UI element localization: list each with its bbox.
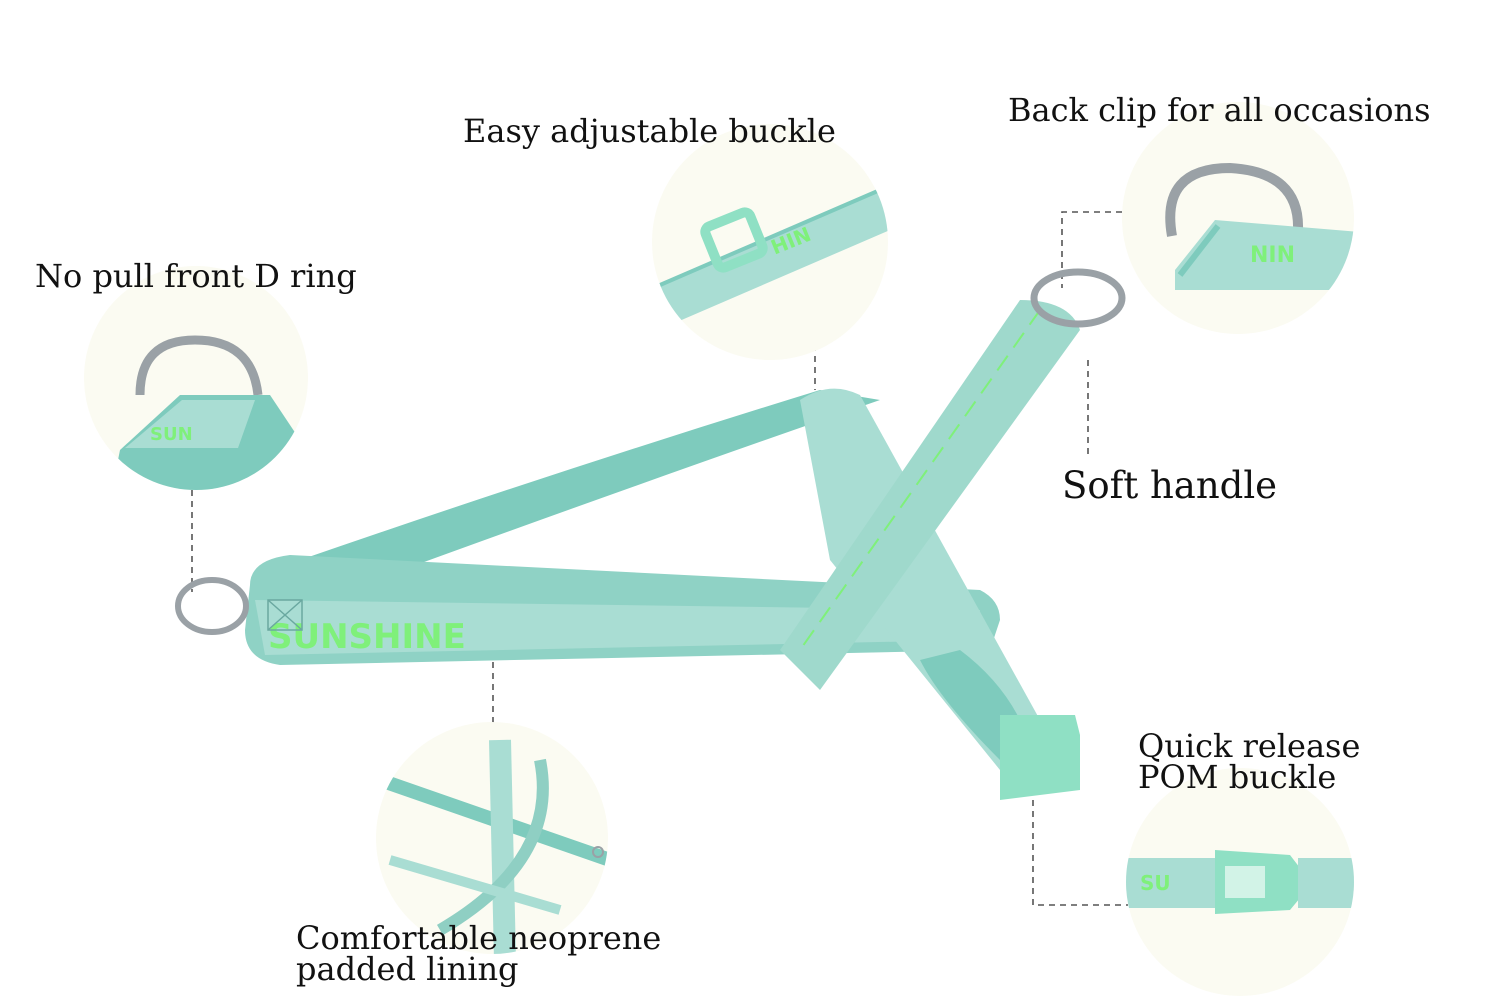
front-d-ring-detail: SUN xyxy=(84,266,308,490)
harness: SUNSHINE xyxy=(175,268,1126,800)
front-d-ring-label: No pull front D ring xyxy=(35,257,357,295)
leader-back-clip xyxy=(1061,211,1122,288)
neoprene-label-line1: Comfortable neoprene xyxy=(296,919,662,957)
neoprene-label-line2: padded lining xyxy=(296,950,519,988)
svg-text:NIN: NIN xyxy=(1250,243,1295,268)
strap-lettering: SUNSHINE xyxy=(268,617,466,657)
adjustable-buckle-label: Easy adjustable buckle xyxy=(463,112,836,150)
back-clip-detail: NIN xyxy=(1122,102,1354,334)
back-d-ring xyxy=(1030,268,1126,328)
neoprene-lining-detail xyxy=(376,722,608,954)
front-d-ring xyxy=(175,577,249,635)
svg-text:SUN: SUN xyxy=(150,424,193,445)
quick-release-label-line1: Quick release xyxy=(1138,727,1361,765)
quick-release-label-line2: POM buckle xyxy=(1138,758,1337,796)
adjustable-buckle-detail: HIN xyxy=(652,124,888,360)
soft-handle-label: Soft handle xyxy=(1062,464,1278,507)
svg-text:SU: SU xyxy=(1140,871,1171,895)
harness-pom-buckle xyxy=(1000,715,1080,800)
pom-buckle-detail: SU xyxy=(1126,768,1354,996)
leader-pom-buckle xyxy=(1032,800,1128,906)
back-clip-label: Back clip for all occasions xyxy=(1008,91,1431,129)
